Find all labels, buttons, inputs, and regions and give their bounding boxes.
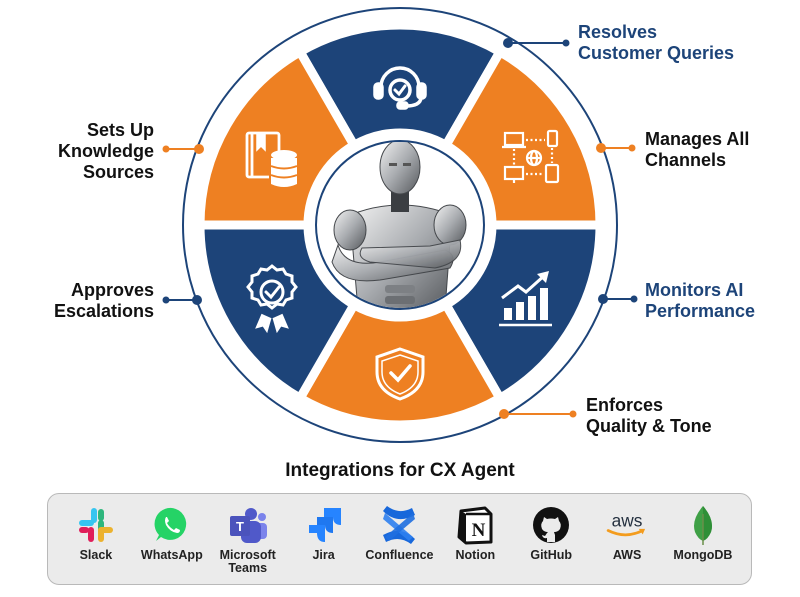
integration-name: MongoDB — [673, 548, 733, 562]
integration-name-line: Microsoft — [219, 548, 276, 562]
center-ring — [315, 140, 485, 310]
bar-chart-growth-icon — [499, 271, 552, 327]
confluence-icon — [383, 506, 416, 544]
jira-icon — [308, 508, 341, 542]
github-icon — [533, 507, 570, 543]
robot-figure — [331, 142, 467, 308]
cx-agent-wheel — [162, 7, 638, 443]
whatsapp-icon — [154, 507, 186, 541]
label-approves-escalations: Approves Escalations — [54, 280, 154, 322]
integrations-panel: Slack WhatsApp T Microsoft Teams — [47, 493, 752, 585]
label-enforces-quality-tone: Enforces Quality & Tone — [586, 395, 712, 437]
integration-notion: N Notion — [439, 504, 511, 562]
integration-name: Slack — [79, 548, 113, 562]
label-line: Sets Up — [86, 120, 154, 140]
integration-mongodb: MongoDB — [667, 504, 739, 562]
segment-top — [293, 20, 507, 152]
integration-slack: Slack — [60, 504, 132, 562]
integration-name: Confluence — [365, 548, 434, 562]
integration-name: GitHub — [530, 548, 573, 562]
integration-name: Microsoft Teams — [220, 549, 276, 575]
integration-aws: aws AWS — [591, 504, 663, 562]
label-resolves-customer-queries: Resolves Customer Queries — [578, 22, 734, 64]
connector-approves — [162, 295, 202, 305]
segment-upper-left — [195, 45, 361, 230]
notion-icon: N — [457, 506, 493, 545]
integration-name-line: Teams — [228, 561, 268, 575]
connector-enforces — [499, 409, 577, 419]
wheel-segments — [195, 20, 605, 430]
integration-microsoft-teams: T Microsoft Teams — [212, 504, 284, 575]
label-monitors-ai-performance: Monitors AI Performance — [645, 280, 755, 322]
label-line: Knowledge — [57, 141, 154, 161]
label-line: Monitors AI — [645, 280, 744, 300]
multi-device-network-icon — [502, 129, 560, 184]
connector-manages — [596, 143, 636, 153]
shield-check-icon — [375, 347, 425, 401]
book-database-icon — [245, 131, 299, 187]
integration-name: Jira — [312, 548, 335, 562]
microsoft-teams-icon: T — [229, 508, 267, 543]
label-line: Channels — [645, 150, 727, 170]
integration-name: Notion — [455, 548, 496, 562]
connector-resolves — [503, 38, 570, 48]
integration-name: WhatsApp — [140, 548, 203, 562]
svg-text:T: T — [236, 519, 244, 534]
headset-check-icon — [373, 66, 427, 110]
connector-monitors — [598, 294, 638, 304]
outer-ring — [182, 7, 618, 443]
award-badge-check-icon — [246, 264, 298, 334]
label-line: Escalations — [53, 301, 154, 321]
integrations-title: Integrations for CX Agent — [285, 460, 515, 481]
segment-bottom — [293, 298, 507, 430]
integration-jira: Jira — [288, 504, 360, 562]
label-sets-up-knowledge-sources: Sets Up Knowledge Sources — [58, 120, 154, 183]
label-line: Approves — [70, 280, 154, 300]
svg-text:N: N — [472, 520, 486, 541]
aws-icon: aws — [606, 511, 646, 537]
label-line: Sources — [82, 162, 154, 182]
label-line: Performance — [645, 301, 756, 321]
integration-confluence: Confluence — [363, 504, 435, 562]
connector-knowledge — [162, 144, 204, 154]
label-manages-all-channels: Manages All Channels — [645, 129, 749, 171]
label-line: Quality & Tone — [586, 416, 712, 436]
segment-lower-left — [195, 220, 361, 405]
integration-name: AWS — [612, 548, 642, 562]
label-line: Resolves — [578, 22, 658, 42]
svg-text:aws: aws — [612, 511, 643, 531]
mongodb-icon — [693, 506, 712, 545]
integration-whatsapp: WhatsApp — [136, 504, 208, 562]
label-line: Manages All — [645, 129, 750, 149]
integration-github: GitHub — [515, 504, 587, 562]
slack-icon — [78, 508, 113, 542]
label-line: Enforces — [586, 395, 664, 415]
label-line: Customer Queries — [578, 43, 735, 63]
